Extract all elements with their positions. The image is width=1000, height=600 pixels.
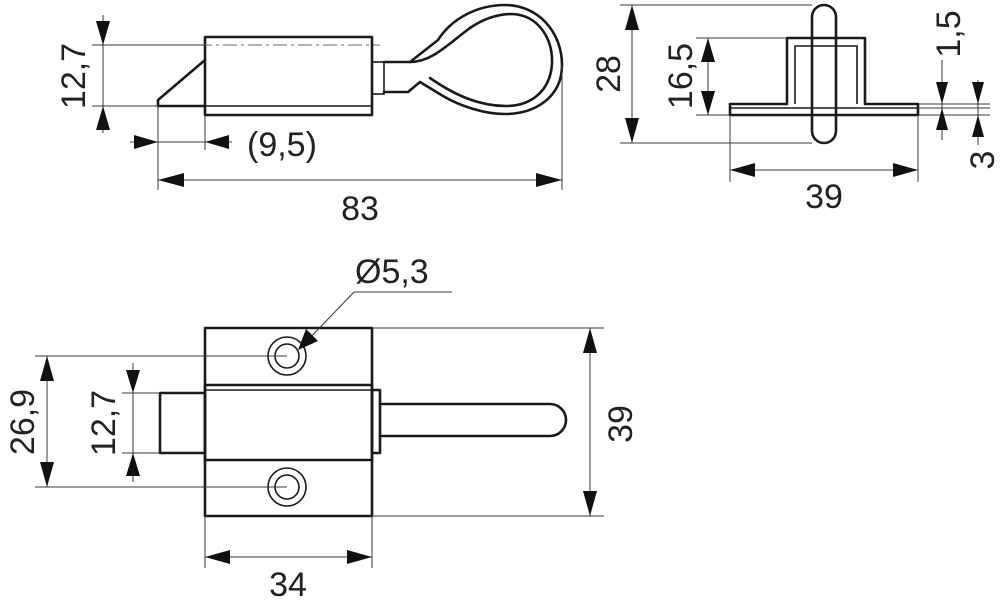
front-view-handle-rod xyxy=(378,402,568,438)
side-dim-arrow-length-right xyxy=(536,173,562,187)
end-dim-arrow-39-left xyxy=(730,163,755,177)
end-view-pin xyxy=(810,3,838,145)
end-dim-label-bracket-height: 16,5 xyxy=(662,43,700,109)
front-dim-arrow-39-top xyxy=(583,328,597,353)
end-dim-arrow-28-top xyxy=(625,5,639,30)
front-dim-arrow-12-bottom xyxy=(126,453,140,476)
front-dim-leader-hole xyxy=(305,291,355,343)
front-dim-label-bolt-height: 12,7 xyxy=(85,390,123,456)
side-view-loop-handle xyxy=(382,3,564,116)
end-dim-label-width: 39 xyxy=(805,178,843,216)
front-dim-arrow-34-right xyxy=(347,550,372,564)
side-dim-label-tip: (9,5) xyxy=(247,126,317,164)
end-dim-arrow-1-5-top xyxy=(936,82,948,104)
end-dim-label-plate-offset: 3 xyxy=(964,151,1000,170)
end-dim-label-overall-height: 28 xyxy=(590,55,628,93)
side-dim-arrow-top xyxy=(96,21,110,45)
front-dim-arrow-12-top xyxy=(126,370,140,393)
front-dim-arrow-39-bottom xyxy=(583,491,597,516)
end-view-bracket-inner xyxy=(794,45,858,104)
front-dim-arrow-hole xyxy=(298,329,318,350)
front-view-bolt-block xyxy=(203,383,374,462)
front-dim-label-hole-spacing: 26,9 xyxy=(4,389,42,455)
side-dim-arrow-tip-right xyxy=(205,135,229,149)
side-view-shank xyxy=(371,61,385,95)
end-view-bracket xyxy=(728,36,920,117)
end-dim-arrow-1-5-bottom xyxy=(936,108,948,130)
front-dim-label-height: 39 xyxy=(602,405,640,443)
side-dim-label-length: 83 xyxy=(341,190,379,228)
front-view-bolt-collar xyxy=(370,388,382,455)
end-dim-arrow-3-top xyxy=(972,82,984,104)
end-dim-label-plate-thickness: 1,5 xyxy=(930,10,968,57)
front-dim-label-hole-diameter: Ø5,3 xyxy=(355,253,429,291)
end-dim-arrow-39-right xyxy=(893,163,918,177)
end-dim-arrow-3-bottom xyxy=(972,115,984,137)
end-dim-arrow-16-top xyxy=(701,38,715,62)
side-view-body xyxy=(203,35,374,117)
end-view: 28 16,5 1,5 3 39 xyxy=(590,3,1000,216)
side-dim-arrow-tip-left xyxy=(134,135,158,149)
side-dim-arrow-length-left xyxy=(158,173,184,187)
side-view-bolt-tip xyxy=(156,58,207,108)
front-dim-label-width: 34 xyxy=(269,566,307,600)
front-dim-arrow-26-bottom xyxy=(40,462,54,487)
end-dim-arrow-16-bottom xyxy=(701,91,715,115)
end-dim-arrow-28-bottom xyxy=(625,118,639,143)
front-dim-arrow-26-top xyxy=(40,356,54,381)
side-dim-arrow-bottom xyxy=(96,106,110,130)
front-view: Ø5,3 26,9 12,7 39 34 xyxy=(4,253,640,600)
side-view: 12,7 (9,5) 83 xyxy=(55,3,564,228)
front-view-bolt-extension xyxy=(158,391,207,455)
side-view-loop-inner xyxy=(408,12,554,108)
side-dim-label-height: 12,7 xyxy=(55,43,93,109)
front-dim-arrow-34-left xyxy=(205,550,230,564)
